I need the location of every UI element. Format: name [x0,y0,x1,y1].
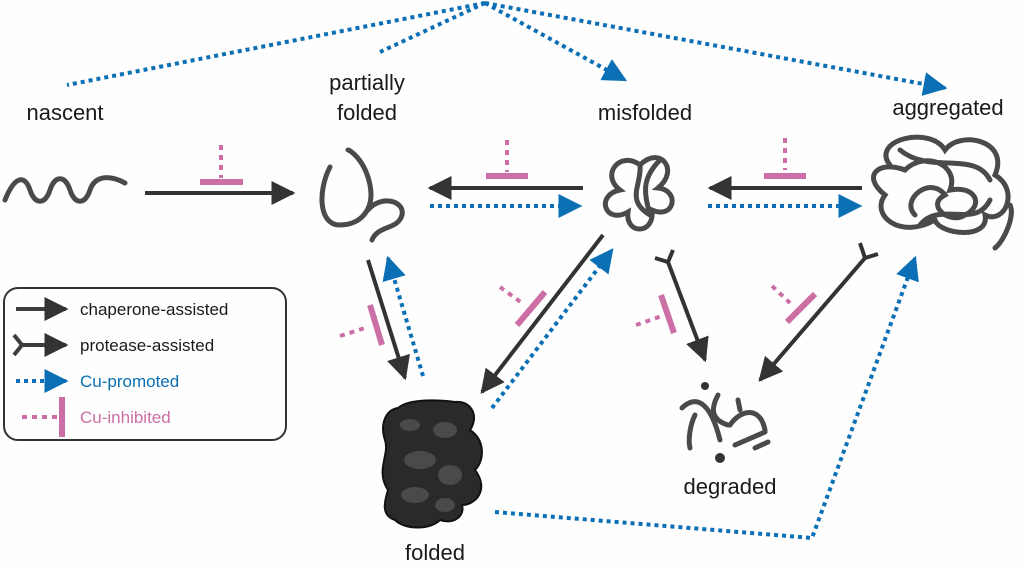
protease-arrow-aggregated-to-degraded [758,242,879,382]
cu-promoted-folded-to-misfolded [490,248,614,410]
fan-line-misfolded [484,1,628,82]
protease-arrow-misfolded-to-degraded [654,249,709,363]
fan-line-nascent [66,1,486,87]
fan-line-aggregated [484,1,948,96]
folded-protein-icon [381,399,483,529]
label-partially-folded-1: partially [329,70,405,95]
cu-inhibit-misfolded-to-partially-folded [486,140,528,179]
label-nascent: nascent [26,100,103,125]
fan-line-partially-folded [379,1,486,54]
label-degraded: degraded [684,474,777,499]
legend-label-cu-promoted: Cu-promoted [80,372,179,391]
cu-inhibit-misfolded-to-folded [498,285,548,327]
legend: chaperone-assisted protease-assisted Cu-… [3,287,287,441]
cu-inhibit-aggregated-to-degraded [770,284,818,325]
arrow-partially-folded-to-folded [366,259,410,381]
legend-item-chaperone: chaperone-assisted [16,297,228,321]
cu-inhibit-misfolded-to-degraded [635,294,677,334]
legend-label-cu-inhibited: Cu-inhibited [80,408,171,427]
legend-label-protease: protease-assisted [80,336,214,355]
cu-promoted-folded-to-aggregated [494,255,919,541]
cu-promoted-fan [66,1,948,96]
degraded-protein-icon [679,382,771,463]
cu-inhibit-aggregated-to-misfolded [764,138,806,179]
legend-item-cu-promoted: Cu-promoted [16,369,179,393]
aggregated-protein-icon [871,134,1014,251]
cu-inhibit-nascent-to-partially-folded [200,145,243,185]
legend-item-protease: protease-assisted [12,333,214,357]
partially-folded-protein-icon [319,147,405,243]
label-aggregated: aggregated [892,95,1003,120]
label-folded: folded [405,540,465,565]
label-misfolded: misfolded [598,100,692,125]
arrow-misfolded-to-folded [480,233,605,394]
cu-promoted-folded-to-partially-folded [382,255,425,377]
nascent-protein-icon [2,175,128,204]
label-partially-folded-2: folded [337,100,397,125]
cu-inhibit-partially-folded-to-folded [339,304,385,346]
misfolded-protein-icon [602,155,675,232]
legend-label-chaperone: chaperone-assisted [80,300,228,319]
legend-item-cu-inhibited: Cu-inhibited [22,397,171,437]
